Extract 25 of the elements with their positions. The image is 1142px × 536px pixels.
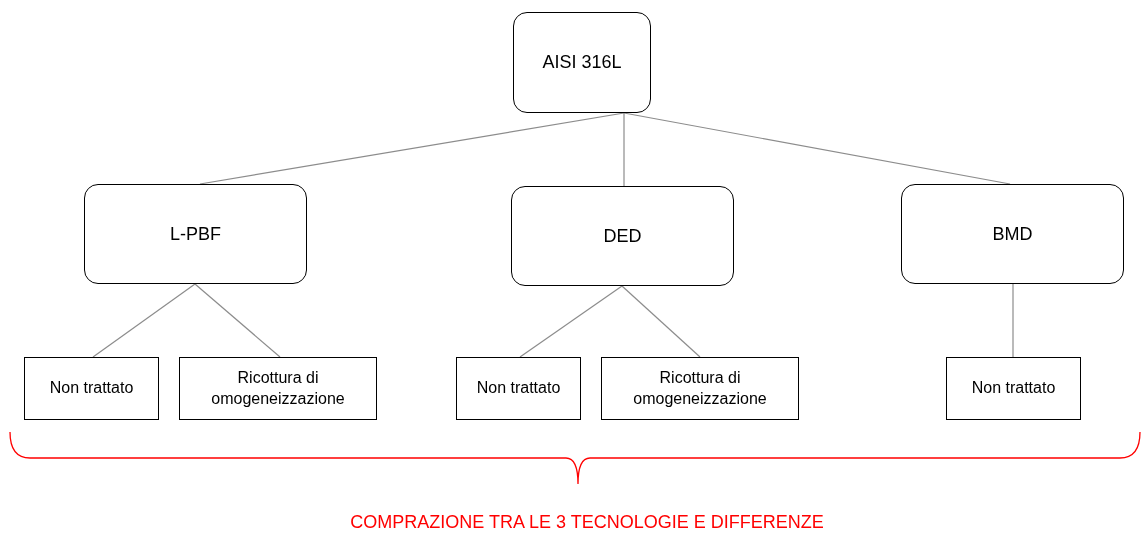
rounded-box [84,184,307,284]
connector-line [623,112,625,187]
node-label: Non trattato [476,378,561,399]
connector-line [519,285,623,358]
process-box [179,357,377,420]
brace-caption: COMPRAZIONE TRA LE 3 TECNOLOGIE E DIFFERENZE [350,512,824,533]
node-label: AISI 316L [542,52,622,73]
node-label: DED [603,225,642,247]
node-label: L-PBF [170,223,221,245]
node-label: Non trattato [971,378,1056,399]
connector-line [92,283,196,358]
node-label: Ricottura di omogeneizzazione [632,367,768,409]
process-box [456,357,581,420]
process-box [601,357,799,420]
connector-line [1012,283,1014,358]
process-box [946,357,1081,420]
rounded-box [513,12,651,113]
node-label: Ricottura di omogeneizzazione [210,367,346,409]
process-box [24,357,159,420]
connector-line [621,285,701,358]
node-label: Non trattato [49,378,134,399]
rounded-box [511,186,734,286]
node-label: BMD [992,223,1033,245]
connector-line [194,283,281,358]
rounded-box [901,184,1124,284]
